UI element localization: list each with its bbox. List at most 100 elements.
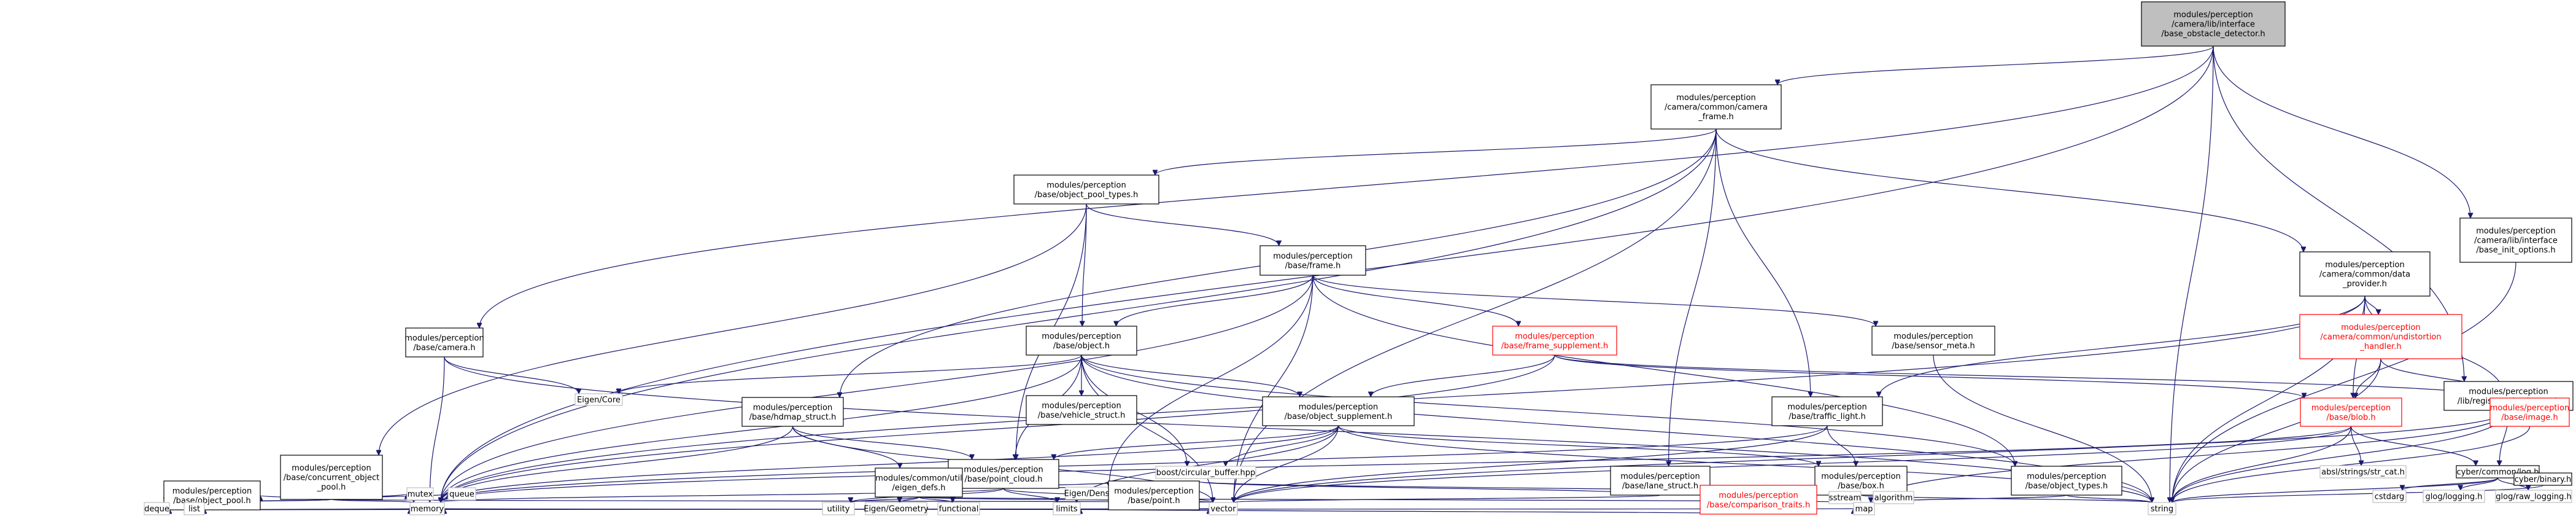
node-label-image-line-0: modules/perception (2490, 404, 2569, 413)
node-label-point-line-1: /base/point.h (1127, 496, 1180, 506)
node-dataprov[interactable]: modules/perception/camera/common/data_pr… (2299, 251, 2431, 297)
node-vehicle[interactable]: modules/perception/base/vehicle_struct.h (1026, 395, 1137, 425)
node-vector: vector (1209, 502, 1238, 515)
edge-object-to-eigencore (619, 354, 1082, 394)
node-box-queue (447, 487, 476, 501)
node-label-objpool-line-0: modules/perception (172, 487, 252, 496)
edge-camera-to-memory (430, 356, 445, 502)
edge-root-to-camframe (1777, 45, 2214, 85)
edge-objsup-to-box (1337, 425, 1819, 467)
node-blob[interactable]: modules/perception/base/blob.h (2300, 397, 2402, 427)
edge-objsup-to-pointcloud (1054, 425, 1339, 460)
node-list: list (184, 502, 205, 515)
edge-object-to-objtypes (1081, 354, 2015, 466)
node-label-binary-line-0: cyber/binary.h (2515, 475, 2571, 485)
edge-blob-to-log (2350, 426, 2476, 466)
node-pointcloud[interactable]: modules/perception/base/point_cloud.h (948, 459, 1059, 489)
edge-poolt-to-concpool (379, 203, 1087, 455)
node-label-framesup-line-1: /base/frame_supplement.h (1501, 342, 1608, 351)
node-box-comptraits (1700, 485, 1817, 515)
node-box-object (1026, 326, 1137, 356)
node-strcat: absl/strings/str_cat.h (2319, 465, 2407, 479)
node-label-pointcloud-line-0: modules/perception (964, 465, 1043, 474)
node-sensormeta[interactable]: modules/perception/base/sensor_meta.h (1871, 326, 1995, 356)
node-label-objsup-line-0: modules/perception (1299, 402, 1378, 412)
node-box-undist (2299, 314, 2462, 359)
edge-blob-to-string (2172, 426, 2352, 502)
node-box[interactable]: modules/perception/base/box.h (1814, 466, 1908, 496)
node-label-algorithm-line-0: algorithm (1874, 494, 1913, 503)
node-comptraits[interactable]: modules/perception/base/comparison_trait… (1700, 485, 1817, 515)
node-framesup[interactable]: modules/perception/base/frame_supplement… (1492, 326, 1617, 356)
node-box-box (1814, 466, 1908, 496)
node-label-object-line-0: modules/perception (1042, 332, 1121, 341)
edge-frame-to-sensormeta (1312, 275, 1876, 327)
node-label-comptraits-line-1: /base/comparison_traits.h (1707, 501, 1810, 510)
edge-hdmap-to-memory (441, 426, 794, 502)
edge-root-to-string (2170, 45, 2214, 502)
edge-traffic-to-memory (441, 425, 1828, 503)
node-objtypes[interactable]: modules/perception/base/object_types.h (2011, 466, 2122, 496)
edge-frame-to-memory (441, 275, 1313, 502)
edges-layer (166, 45, 2543, 515)
node-label-frame-line-0: modules/perception (1273, 252, 1352, 261)
node-label-circbuf-line-0: boost/circular_buffer.hpp (1156, 469, 1256, 478)
node-frame[interactable]: modules/perception/base/frame.h (1259, 245, 1366, 276)
node-objpool[interactable]: modules/perception/base/object_pool.h (163, 480, 261, 510)
node-label-point-line-0: modules/perception (1114, 487, 1193, 496)
node-label-pointcloud-line-1: /base/point_cloud.h (965, 475, 1043, 484)
node-label-root-line-1: /camera/lib/interface (2172, 20, 2255, 29)
node-image[interactable]: modules/perception/base/image.h (2489, 397, 2570, 427)
node-label-objsup-line-1: /base/object_supplement.h (1285, 412, 1393, 421)
node-label-map-line-0: map (1855, 505, 1873, 514)
node-traffic[interactable]: modules/perception/base/traffic_light.h (1771, 396, 1883, 426)
node-camframe[interactable]: modules/perception/camera/common/camera_… (1650, 84, 1782, 130)
node-box-deque (144, 502, 170, 515)
node-hdmap[interactable]: modules/perception/base/hdmap_struct.h (741, 397, 844, 427)
node-label-eigendefs-line-1: /eigen_defs.h (892, 483, 946, 493)
node-string: string (2148, 502, 2176, 515)
node-point[interactable]: modules/perception/base/point.h (1108, 480, 1200, 510)
node-label-poolt-line-0: modules/perception (1046, 181, 1126, 190)
node-object[interactable]: modules/perception/base/object.h (1026, 326, 1137, 356)
node-glograw: glog/raw_logging.h (2495, 490, 2572, 503)
node-undist[interactable]: modules/perception/camera/common/undisto… (2299, 314, 2462, 359)
node-binary[interactable]: cyber/binary.h (2513, 472, 2572, 486)
node-limits: limits (1053, 502, 1081, 515)
node-objsup[interactable]: modules/perception/base/object_supplemen… (1262, 396, 1415, 426)
node-label-registerer-line-0: modules/perception (2469, 387, 2548, 396)
node-eigendefs[interactable]: modules/common/util/eigen_defs.h (875, 467, 963, 498)
node-label-sstream-line-0: sstream (1829, 494, 1861, 503)
node-box-dataprov (2299, 251, 2431, 297)
node-concpool[interactable]: modules/perception/base/concurrent_objec… (280, 455, 383, 500)
node-cstdarg: cstdarg (2372, 490, 2407, 503)
node-box-map (1853, 502, 1875, 515)
node-lane[interactable]: modules/perception/base/lane_struct.h (1610, 466, 1711, 496)
node-box-gloglog (2423, 490, 2485, 503)
node-label-cstdarg-line-0: cstdarg (2375, 493, 2405, 502)
node-label-image-line-1: /base/image.h (2501, 413, 2558, 422)
edge-sensormeta-to-string (1933, 354, 2152, 502)
node-initopt[interactable]: modules/perception/camera/lib/interface/… (2459, 217, 2572, 263)
node-box-cstdarg (2372, 490, 2407, 503)
node-label-camframe-line-1: /camera/common/camera (1665, 103, 1768, 112)
node-gloglog: glog/logging.h (2423, 490, 2485, 503)
node-box-poolt (1013, 174, 1159, 205)
node-label-list-line-0: list (188, 505, 200, 514)
node-label-queue-line-0: queue (449, 490, 474, 499)
node-camera[interactable]: modules/perception/base/camera.h (404, 327, 484, 358)
node-box-objsup (1262, 396, 1415, 426)
node-functional: functional (937, 502, 980, 515)
edge-camframe-to-poolt (1155, 128, 1717, 176)
node-label-objtypes-line-1: /base/object_types.h (2025, 482, 2108, 491)
node-box-camframe (1650, 84, 1782, 130)
node-queue: queue (447, 487, 476, 501)
node-box-utility (822, 502, 855, 515)
node-label-eigendense-line-0: Eigen/Dense (1064, 490, 1115, 499)
node-root[interactable]: modules/perception/camera/lib/interface/… (2141, 1, 2286, 47)
node-box-algorithm (1873, 491, 1914, 504)
nodes-layer: modules/perception/camera/lib/interface /… (144, 1, 2574, 515)
node-label-initopt-line-0: modules/perception (2476, 227, 2555, 236)
node-poolt[interactable]: modules/perception/base/object_pool_type… (1013, 174, 1159, 205)
